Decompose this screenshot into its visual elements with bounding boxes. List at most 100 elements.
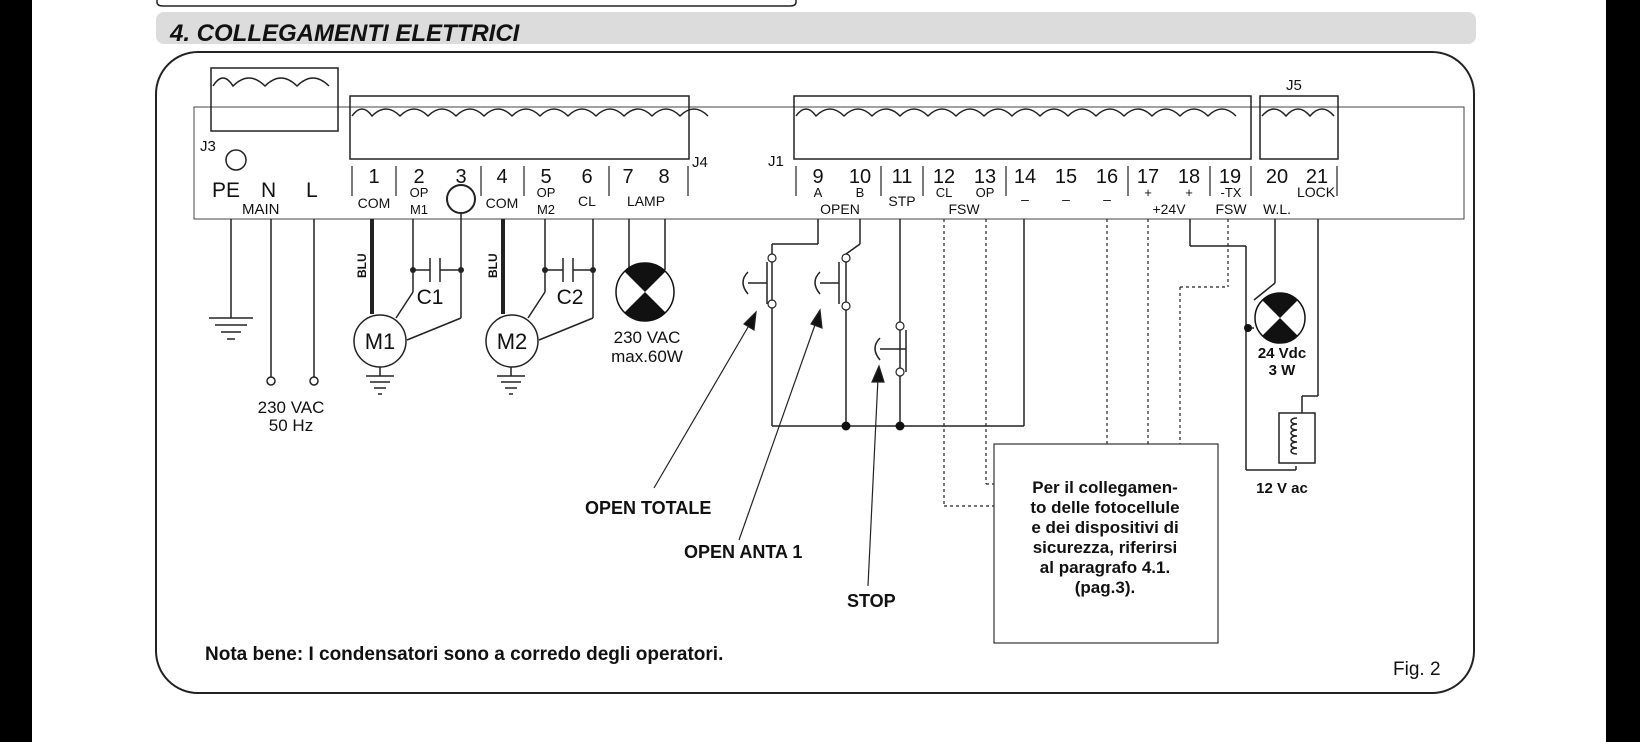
terminal-number: 5 bbox=[540, 166, 551, 188]
terminal-number: 1 bbox=[368, 166, 379, 188]
terminal-number: 4 bbox=[496, 166, 507, 188]
j1-label: J1 bbox=[768, 153, 784, 170]
motor-m2-label: M2 bbox=[497, 329, 528, 354]
terminal-number: 21 bbox=[1306, 166, 1328, 188]
warning-lamp-icon bbox=[1254, 292, 1306, 344]
motor-m2 bbox=[485, 314, 539, 368]
terminal-label-m1: M1 bbox=[410, 202, 428, 217]
warning-lamp-power: 3 W bbox=[1269, 362, 1297, 379]
lock-voltage: 12 V ac bbox=[1256, 480, 1308, 497]
flashing-lamp-icon bbox=[615, 262, 675, 322]
note-line: sicurezza, riferirsi bbox=[1033, 538, 1178, 557]
warning-lamp-voltage: 24 Vdc bbox=[1258, 345, 1306, 362]
terminal-block-j1-screws bbox=[795, 108, 1237, 118]
note-line: to delle fotocellule bbox=[1030, 498, 1179, 517]
diagram-frame bbox=[155, 51, 1475, 694]
terminal-number: 14 bbox=[1014, 166, 1036, 188]
l-label: L bbox=[306, 179, 318, 202]
capacitor-c1-label: C1 bbox=[417, 286, 444, 309]
terminal-label: -TX bbox=[1221, 185, 1242, 200]
terminal-block-j1 bbox=[793, 95, 1252, 160]
terminal-label-op: OP bbox=[537, 185, 556, 200]
terminal-block-j4-screws bbox=[351, 108, 709, 118]
terminal-label: – bbox=[1103, 191, 1111, 207]
callout-open-anta-1: OPEN ANTA 1 bbox=[684, 542, 802, 562]
terminal-number: 17 bbox=[1137, 166, 1159, 188]
terminal-label: + bbox=[1144, 185, 1152, 200]
terminal-number: 3 bbox=[455, 166, 466, 188]
terminal-number: 8 bbox=[658, 166, 669, 188]
terminal-label: OP bbox=[976, 185, 995, 200]
junction-dot bbox=[542, 267, 548, 273]
terminal-number: 12 bbox=[933, 166, 955, 188]
fsw-group-label: FSW bbox=[948, 201, 980, 217]
terminal-label: COM bbox=[486, 195, 519, 211]
j4-label: J4 bbox=[692, 154, 708, 171]
note-line: Per il collegamen- bbox=[1032, 478, 1178, 497]
wiring-diagram: 4. COLLEGAMENTI ELETTRICI J3 J4 J1 J5 PE… bbox=[155, 0, 1476, 694]
motor-m1 bbox=[353, 314, 407, 368]
supply-voltage: 230 VAC bbox=[258, 398, 325, 417]
supply-frequency: 50 Hz bbox=[269, 416, 313, 435]
terminal-block-j5 bbox=[1259, 95, 1339, 160]
terminal-label: + bbox=[1185, 185, 1193, 200]
terminal-number: 2 bbox=[413, 166, 424, 188]
lamp-power: max.60W bbox=[611, 347, 683, 366]
terminal-number: 15 bbox=[1055, 166, 1077, 188]
terminal-block-j4 bbox=[349, 95, 690, 160]
terminal-label: COM bbox=[358, 195, 391, 211]
terminal-label: W.L. bbox=[1263, 201, 1291, 217]
terminal-label: A bbox=[814, 185, 823, 200]
terminal-label: B bbox=[856, 185, 865, 200]
open-group-label: OPEN bbox=[820, 201, 860, 217]
terminal-label: CL bbox=[578, 193, 596, 209]
terminal-block-j3 bbox=[210, 67, 339, 132]
control-board bbox=[193, 106, 1465, 220]
note-line: al paragrafo 4.1. bbox=[1040, 558, 1170, 577]
blu-wire-2-label: BLU bbox=[486, 253, 500, 278]
j3-ground-post bbox=[225, 149, 247, 171]
j3-label: J3 bbox=[200, 138, 216, 155]
terminal-block-j5-screws bbox=[1261, 108, 1335, 118]
junction-dot bbox=[895, 421, 905, 431]
terminal-label: LOCK bbox=[1297, 184, 1336, 200]
terminal-label-m2: M2 bbox=[537, 202, 555, 217]
footnote: Nota bene: I condensatori sono a corredo… bbox=[205, 644, 723, 665]
terminal-label-op: OP bbox=[410, 185, 429, 200]
lamp-voltage: 230 VAC bbox=[614, 328, 681, 347]
section-header-band bbox=[156, 12, 1476, 44]
blu-wire-1-label: BLU bbox=[355, 253, 369, 278]
terminal-number: 20 bbox=[1266, 166, 1288, 188]
supply-l-terminal bbox=[309, 376, 319, 386]
junction-dot bbox=[458, 267, 464, 273]
terminal-label: STP bbox=[888, 193, 915, 209]
terminal-number: 18 bbox=[1178, 166, 1200, 188]
terminal-number: 16 bbox=[1096, 166, 1118, 188]
previous-box-edge bbox=[156, 0, 797, 7]
terminal-number: 6 bbox=[581, 166, 592, 188]
pe-label: PE bbox=[212, 179, 240, 202]
junction-dot bbox=[1244, 324, 1252, 332]
lamp-group-label: LAMP bbox=[627, 193, 665, 209]
junction-dot bbox=[841, 421, 851, 431]
callout-open-totale: OPEN TOTALE bbox=[585, 498, 711, 518]
terminal-number: 10 bbox=[849, 166, 871, 188]
junction-dot bbox=[410, 267, 416, 273]
photocell-note-box bbox=[993, 443, 1219, 644]
manual-page: 4. COLLEGAMENTI ELETTRICI J3 J4 J1 J5 PE… bbox=[32, 0, 1606, 742]
section-title: 4. COLLEGAMENTI ELETTRICI bbox=[169, 20, 521, 47]
callout-stop: STOP bbox=[847, 591, 896, 611]
plus24v-group-label: +24V bbox=[1152, 201, 1186, 217]
terminal-number: 7 bbox=[622, 166, 633, 188]
terminal-3-ring bbox=[446, 184, 476, 214]
supply-n-terminal bbox=[266, 376, 276, 386]
junction-dot bbox=[590, 267, 596, 273]
j5-label: J5 bbox=[1286, 77, 1302, 94]
fsw2-group-label: FSW bbox=[1215, 201, 1247, 217]
motor-m1-label: M1 bbox=[365, 329, 396, 354]
n-label: N bbox=[261, 179, 276, 202]
terminal-label: – bbox=[1021, 191, 1029, 207]
terminal-number: 19 bbox=[1219, 166, 1241, 188]
note-line: e dei dispositivi di bbox=[1031, 518, 1178, 537]
note-line: (pag.3). bbox=[1075, 578, 1135, 597]
